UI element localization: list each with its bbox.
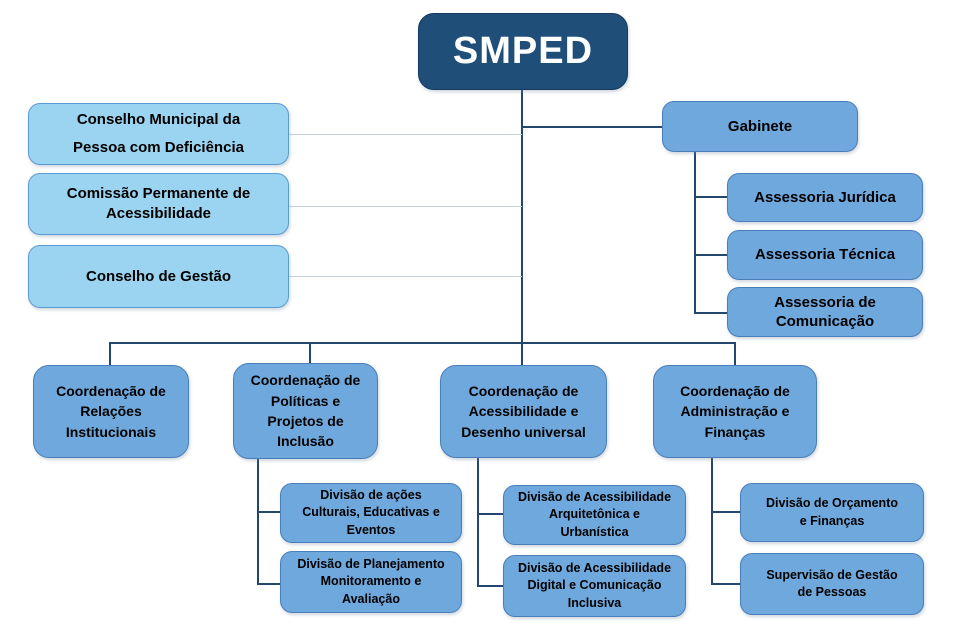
node-assessoria-tecnica: Assessoria Técnica xyxy=(727,230,923,280)
connector-divisao-digital xyxy=(477,585,503,587)
connector-gabinete xyxy=(523,126,662,128)
connector-divisao-planejamento xyxy=(257,583,280,585)
node-supervisao-gestao-pessoas: Supervisão de Gestão de Pessoas xyxy=(740,553,924,615)
connector-assessoria-juridica xyxy=(694,196,727,198)
connector-gabinete-stem xyxy=(694,152,696,314)
node-conselho-municipal-pessoa-deficiencia: Conselho Municipal da Pessoa com Deficiê… xyxy=(28,103,289,165)
node-coordenacao-politicas-projetos-inclusao: Coordenação de Políticas e Projetos de I… xyxy=(233,363,378,459)
connector-drop-relacoes xyxy=(109,342,111,365)
node-coordenacao-administracao-financas: Coordenação de Administração e Finanças xyxy=(653,365,817,458)
connector-root-stem xyxy=(521,90,523,365)
connector-assessoria-comunicacao xyxy=(694,312,727,314)
connector-conselho-gestao xyxy=(289,276,522,277)
connector-divisao-acoes xyxy=(257,511,280,513)
connector-comissao-permanente xyxy=(289,206,522,207)
connector-drop-politicas xyxy=(309,342,311,365)
connector-divisao-orcamento xyxy=(711,511,740,513)
connector-drop-administracao xyxy=(734,342,736,365)
node-conselho-de-gestao: Conselho de Gestão xyxy=(28,245,289,308)
node-divisao-acessibilidade-arquitetonica-urbanistica: Divisão de Acessibilidade Arquitetônica … xyxy=(503,485,686,545)
connector-politicas-stem xyxy=(257,459,259,585)
node-comissao-permanente-acessibilidade: Comissão Permanente de Acessibilidade xyxy=(28,173,289,235)
connector-assessoria-tecnica xyxy=(694,254,727,256)
node-smped: SMPED xyxy=(418,13,628,90)
connector-acessibilidade-stem xyxy=(477,458,479,587)
connector-divisao-arquitetonica xyxy=(477,513,503,515)
node-coordenacao-acessibilidade-desenho-universal: Coordenação de Acessibilidade e Desenho … xyxy=(440,365,607,458)
node-divisao-acoes-culturais-educativas-eventos: Divisão de ações Culturais, Educativas e… xyxy=(280,483,462,543)
node-coordenacao-relacoes-institucionais: Coordenação de Relações Institucionais xyxy=(33,365,189,458)
connector-coordinations-bus xyxy=(109,342,736,344)
node-assessoria-comunicacao: Assessoria de Comunicação xyxy=(727,287,923,337)
node-divisao-acessibilidade-digital-comunicacao-inclusiva: Divisão de Acessibilidade Digital e Comu… xyxy=(503,555,686,617)
node-gabinete: Gabinete xyxy=(662,101,858,152)
connector-supervisao-gestao xyxy=(711,583,740,585)
node-assessoria-juridica: Assessoria Jurídica xyxy=(727,173,923,222)
connector-conselho-municipal xyxy=(289,134,522,135)
node-divisao-orcamento-financas: Divisão de Orçamento e Finanças xyxy=(740,483,924,542)
node-divisao-planejamento-monitoramento-avaliacao: Divisão de Planejamento Monitoramento e … xyxy=(280,551,462,613)
connector-administracao-stem xyxy=(711,458,713,585)
